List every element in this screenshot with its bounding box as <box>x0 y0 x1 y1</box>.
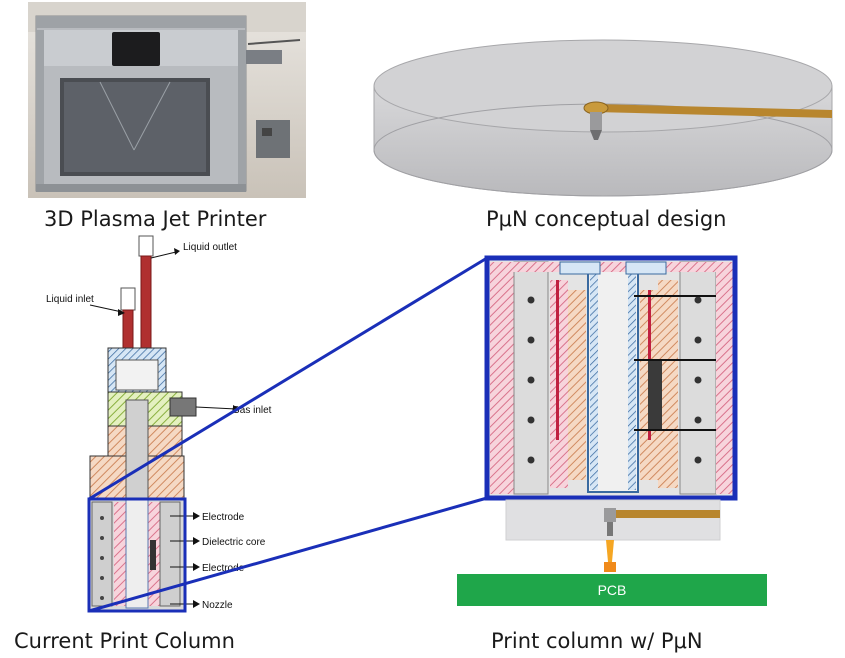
column-leader-lines <box>89 251 237 605</box>
label-liquid-inlet: Liquid inlet <box>46 294 94 305</box>
column-arrowheads <box>118 248 240 608</box>
printer-photo <box>28 2 306 198</box>
callout-box-small <box>87 497 187 613</box>
pcb-board <box>457 574 767 606</box>
label-electrode-top: Electrode <box>202 512 245 523</box>
label-dielectric-core: Dielectric core <box>202 537 266 548</box>
print-column-diagram <box>89 235 197 611</box>
caption-current-column: Current Print Column <box>14 629 235 653</box>
label-liquid-outlet: Liquid outlet <box>183 242 237 253</box>
pun-conceptual-render <box>362 2 833 198</box>
label-gas-inlet: Gas inlet <box>232 405 272 416</box>
pcb-label: PCB <box>598 582 627 598</box>
label-nozzle: Nozzle <box>202 600 233 611</box>
pun-attachment <box>505 499 721 572</box>
caption-printer: 3D Plasma Jet Printer <box>44 207 267 231</box>
caption-pun-design: PμN conceptual design <box>486 207 727 231</box>
zoomed-column-detail <box>487 258 735 498</box>
callout-line-top <box>88 256 488 501</box>
callout-line-bottom <box>88 496 488 613</box>
label-electrode-bottom: Electrode <box>202 563 245 574</box>
callout-box-large <box>484 255 738 501</box>
caption-column-with-pun: Print column w/ PμN <box>491 629 703 653</box>
